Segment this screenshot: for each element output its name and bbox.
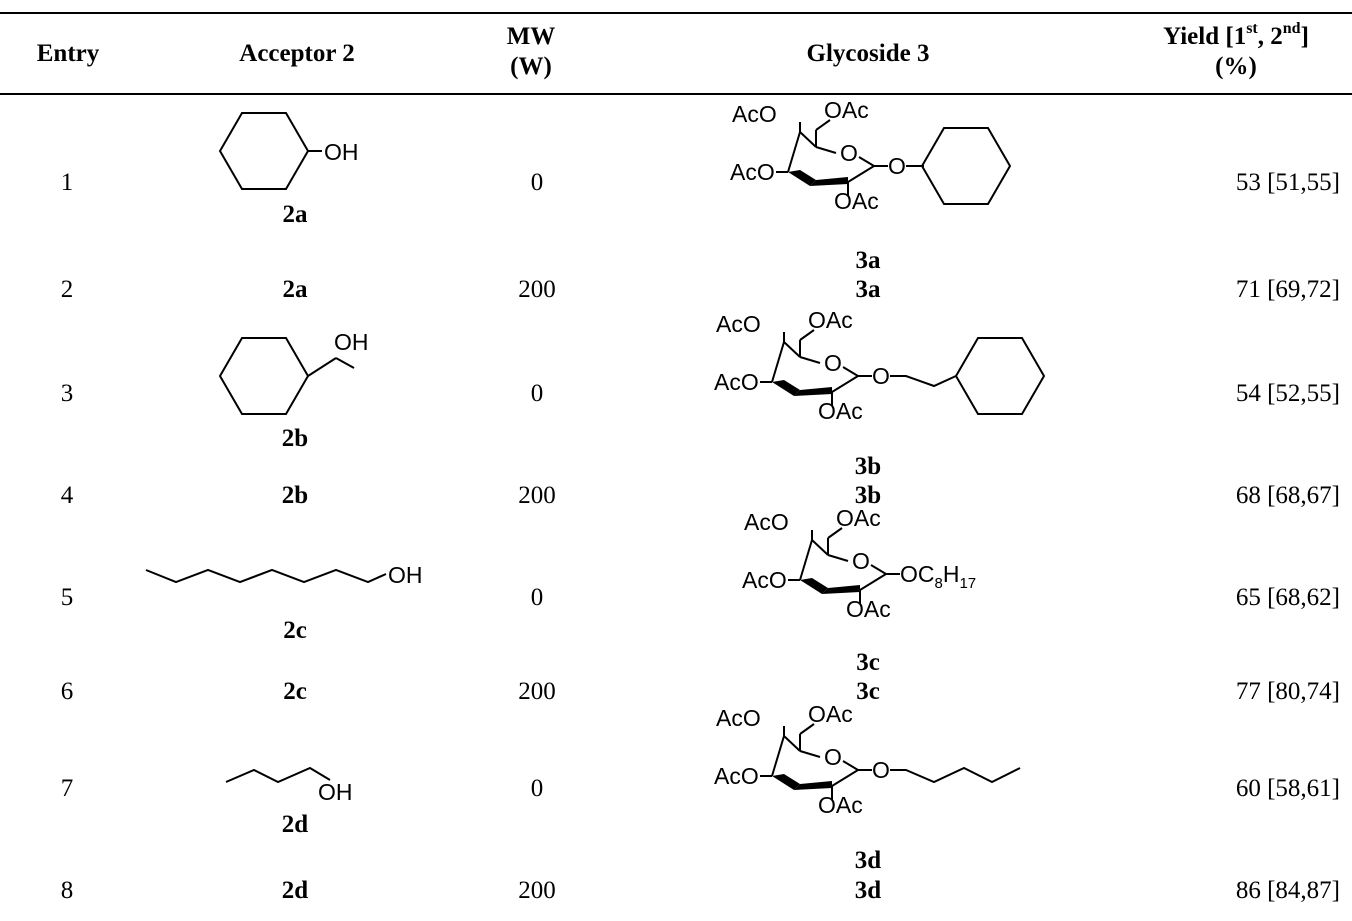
- header-rule: [0, 93, 1352, 95]
- row2-acceptor: 2a: [282, 276, 308, 303]
- structure-3d: AcO AcO OAc O OAc O: [714, 701, 1021, 818]
- row6-mw: 200: [518, 678, 556, 705]
- header-yield-line1: Yield [1st, 2nd]: [1163, 19, 1309, 50]
- o-label: O: [872, 363, 890, 389]
- row4-acceptor: 2b: [281, 482, 309, 509]
- row3-entry: 3: [60, 380, 74, 407]
- aco-label: AcO: [716, 311, 761, 337]
- row6-glycoside: 3c: [856, 678, 880, 705]
- oac-label: OAc: [834, 188, 879, 214]
- row6-acceptor: 2c: [283, 678, 307, 705]
- ring-o-label: O: [840, 140, 858, 166]
- row4-glycoside: 3b: [854, 482, 882, 509]
- row3-yield: 54 [52,55]: [1235, 380, 1340, 407]
- row8-glycoside: 3d: [854, 877, 882, 904]
- header-mw-line1: MW: [506, 23, 556, 50]
- row5-entry: 5: [60, 584, 74, 611]
- oac-label: OAc: [846, 596, 891, 622]
- row2-yield: 71 [69,72]: [1235, 276, 1340, 303]
- row1-yield: 53 [51,55]: [1235, 169, 1340, 196]
- row7-mw: 0: [530, 775, 544, 802]
- oh-label: OH: [324, 139, 359, 165]
- o-label: O: [888, 153, 906, 179]
- header-mw: MW (W): [507, 22, 556, 82]
- row3-glycoside: 3b: [854, 453, 882, 480]
- row7-entry: 7: [60, 775, 74, 802]
- row1-glycoside: 3a: [855, 247, 881, 274]
- aco-label: AcO: [716, 705, 761, 731]
- structure-2b: OH: [219, 329, 369, 415]
- oac-label: OAc: [818, 398, 863, 424]
- row6-entry: 6: [60, 678, 74, 705]
- oac-label: OAc: [808, 701, 853, 727]
- structure-2c: OH: [145, 562, 423, 588]
- structure-3a: AcO AcO OAc O OAc O: [730, 97, 1011, 214]
- oac-label: OAc: [818, 792, 863, 818]
- row4-entry: 4: [60, 482, 74, 509]
- row8-mw: 200: [518, 877, 556, 904]
- row3-acceptor: 2b: [281, 425, 309, 452]
- header-entry: Entry: [36, 40, 100, 67]
- row6-yield: 77 [80,74]: [1235, 678, 1340, 705]
- oh-label: OH: [388, 562, 423, 588]
- structure-2a: OH: [219, 112, 359, 190]
- row8-entry: 8: [60, 877, 74, 904]
- row4-mw: 200: [518, 482, 556, 509]
- aco-label: AcO: [730, 159, 775, 185]
- aco-label: AcO: [732, 101, 777, 127]
- oh-label: OH: [318, 779, 353, 805]
- row2-mw: 200: [518, 276, 556, 303]
- header-mw-line2: (W): [510, 53, 552, 80]
- row3-mw: 0: [530, 380, 544, 407]
- row7-glycoside: 3d: [854, 847, 882, 874]
- oh-label: OH: [334, 329, 369, 355]
- row2-glycoside: 3a: [855, 276, 881, 303]
- row8-yield: 86 [84,87]: [1235, 877, 1340, 904]
- structure-2d: OH: [225, 766, 353, 805]
- row5-glycoside: 3c: [856, 649, 880, 676]
- header-yield: Yield [1st, 2nd] (%): [1163, 19, 1309, 82]
- row4-yield: 68 [68,67]: [1235, 482, 1340, 509]
- row8-acceptor: 2d: [281, 877, 309, 904]
- top-rule: [0, 12, 1352, 14]
- header-yield-unit: (%): [1215, 53, 1257, 80]
- aco-label: AcO: [714, 763, 759, 789]
- header-acceptor: Acceptor 2: [239, 40, 355, 67]
- oc8h17-label: OC8H17: [900, 561, 976, 592]
- o-label: O: [872, 757, 890, 783]
- ring-o-label: O: [824, 744, 842, 770]
- aco-label: AcO: [744, 509, 789, 535]
- structure-3b: AcO AcO OAc O OAc O: [714, 307, 1045, 424]
- row5-yield: 65 [68,62]: [1235, 584, 1340, 611]
- oac-label: OAc: [824, 97, 869, 123]
- row5-mw: 0: [530, 584, 544, 611]
- row1-entry: 1: [60, 169, 74, 196]
- oac-label: OAc: [836, 505, 881, 531]
- row1-mw: 0: [530, 169, 544, 196]
- row7-acceptor: 2d: [281, 811, 309, 838]
- aco-label: AcO: [742, 567, 787, 593]
- structure-3c: AcO AcO OAc O OAc OC8H17: [742, 505, 976, 622]
- aco-label: AcO: [714, 369, 759, 395]
- oac-label: OAc: [808, 307, 853, 333]
- row5-acceptor: 2c: [283, 617, 307, 644]
- row2-entry: 2: [60, 276, 74, 303]
- header-glycoside: Glycoside 3: [806, 40, 930, 67]
- row7-yield: 60 [58,61]: [1235, 775, 1340, 802]
- ring-o-label: O: [852, 548, 870, 574]
- row1-acceptor: 2a: [282, 201, 308, 228]
- ring-o-label: O: [824, 350, 842, 376]
